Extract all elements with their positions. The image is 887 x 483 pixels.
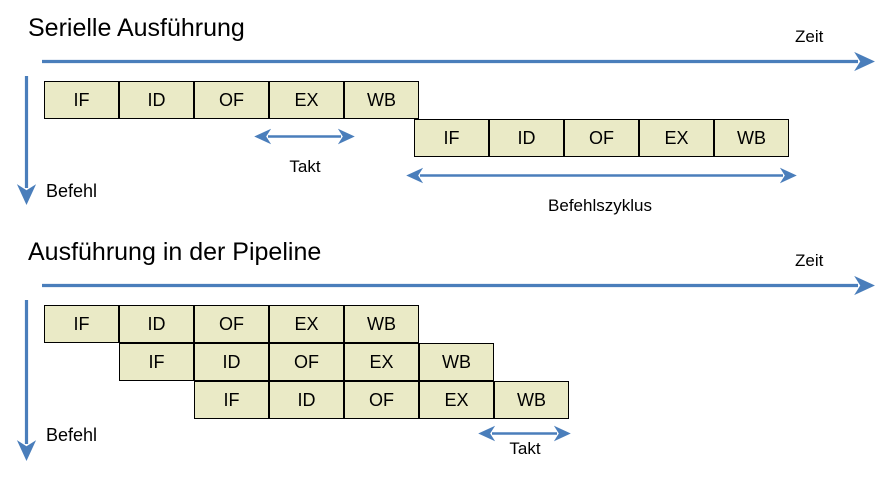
stage-box: WB [344, 305, 419, 343]
stage-box: EX [269, 81, 344, 119]
stage-box: WB [344, 81, 419, 119]
stage-box: WB [714, 119, 789, 157]
stage-box: ID [194, 343, 269, 381]
stage-box: OF [564, 119, 639, 157]
stage-box: IF [44, 305, 119, 343]
time-axis-label-pipeline: Zeit [795, 251, 824, 270]
instruction-cycle-label: Befehlszyklus [548, 196, 652, 215]
stage-box: EX [269, 305, 344, 343]
stage-box: OF [194, 305, 269, 343]
clock-label-serial: Takt [289, 157, 321, 176]
stage-box: EX [344, 343, 419, 381]
stage-box: OF [269, 343, 344, 381]
stage-box: IF [414, 119, 489, 157]
stage-box: IF [44, 81, 119, 119]
stage-box: ID [489, 119, 564, 157]
stage-box: WB [419, 343, 494, 381]
stage-box: ID [119, 305, 194, 343]
instruction-axis-label-serial: Befehl [46, 181, 98, 201]
instruction-axis-label-pipeline: Befehl [46, 425, 98, 445]
stage-box: OF [194, 81, 269, 119]
stage-box: ID [119, 81, 194, 119]
stage-box: EX [419, 381, 494, 419]
clock-label-pipeline: Takt [509, 439, 541, 458]
stage-box: ID [269, 381, 344, 419]
section-title-pipeline: Ausführung in der Pipeline [28, 238, 322, 266]
time-axis-label-serial: Zeit [795, 27, 824, 46]
stage-box: IF [119, 343, 194, 381]
stage-box: EX [639, 119, 714, 157]
stage-box: OF [344, 381, 419, 419]
section-title-serial: Serielle Ausführung [28, 14, 245, 42]
stage-box: IF [194, 381, 269, 419]
stage-box: WB [494, 381, 569, 419]
